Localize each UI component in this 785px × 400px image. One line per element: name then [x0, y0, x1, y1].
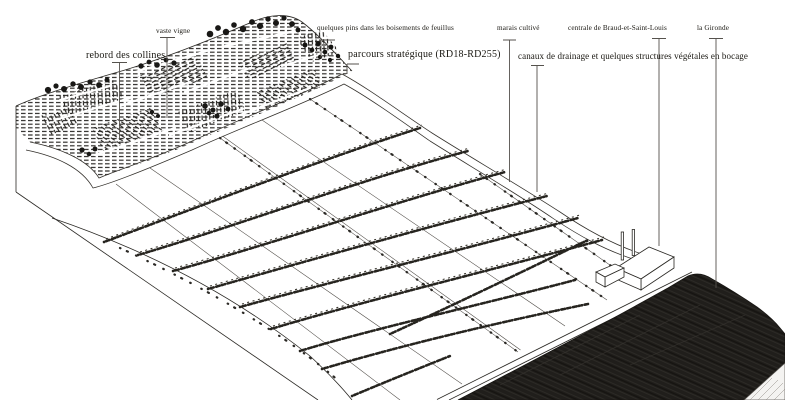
power-plant: [595, 229, 675, 291]
front-edge-lower: [15, 191, 319, 400]
leader-rebord: [112, 62, 127, 140]
label-marais-cultive: marais cultivé: [497, 24, 540, 32]
hedgerow: [238, 214, 581, 309]
hedgerow: [320, 302, 590, 371]
label-la-gironde: la Gironde: [697, 24, 730, 32]
plant-chimney: [620, 231, 625, 261]
front-edge-upper: [51, 217, 353, 400]
hedgerow: [269, 236, 605, 331]
gironde-river: [457, 273, 785, 400]
leader-gironde: [709, 38, 723, 288]
leader-lines: [112, 37, 723, 288]
leader-marais: [503, 39, 516, 182]
hedgerow: [206, 192, 550, 291]
label-vaste-vigne: vaste vigne: [156, 27, 191, 35]
road-rd18-rd255: [25, 73, 673, 263]
hill-crest-outline: [15, 15, 353, 107]
label-parcours-strategique: parcours stratégique (RD18-RD255): [348, 49, 501, 60]
hedgerow: [102, 124, 423, 244]
block-cut-edge: [743, 362, 785, 400]
hedgerow: [171, 168, 508, 273]
leader-vaste-vigne: [160, 37, 175, 118]
pine-trees: [302, 41, 341, 63]
woodland-trees: [44, 15, 301, 157]
hedgerow: [136, 147, 471, 257]
label-canaux-drainage: canaux de drainage et quelques structure…: [518, 51, 748, 61]
leader-centrale: [652, 38, 666, 246]
hedgerows-bocage: [102, 124, 605, 398]
leader-pins: [320, 39, 335, 58]
hills-vineyard: [15, 15, 353, 179]
hedgerow: [350, 354, 452, 398]
label-quelques-pins: quelques pins dans les boisements de feu…: [317, 24, 454, 32]
leader-canaux: [531, 65, 544, 192]
leader-parcours: [346, 63, 359, 74]
label-centrale-braud: centrale de Braud-et-Saint-Louis: [568, 24, 667, 32]
hedgerow: [388, 238, 590, 336]
plant-chimney: [631, 229, 636, 256]
label-rebord-des-collines: rebord des collines: [86, 50, 166, 61]
plant-annex-side: [595, 271, 606, 288]
